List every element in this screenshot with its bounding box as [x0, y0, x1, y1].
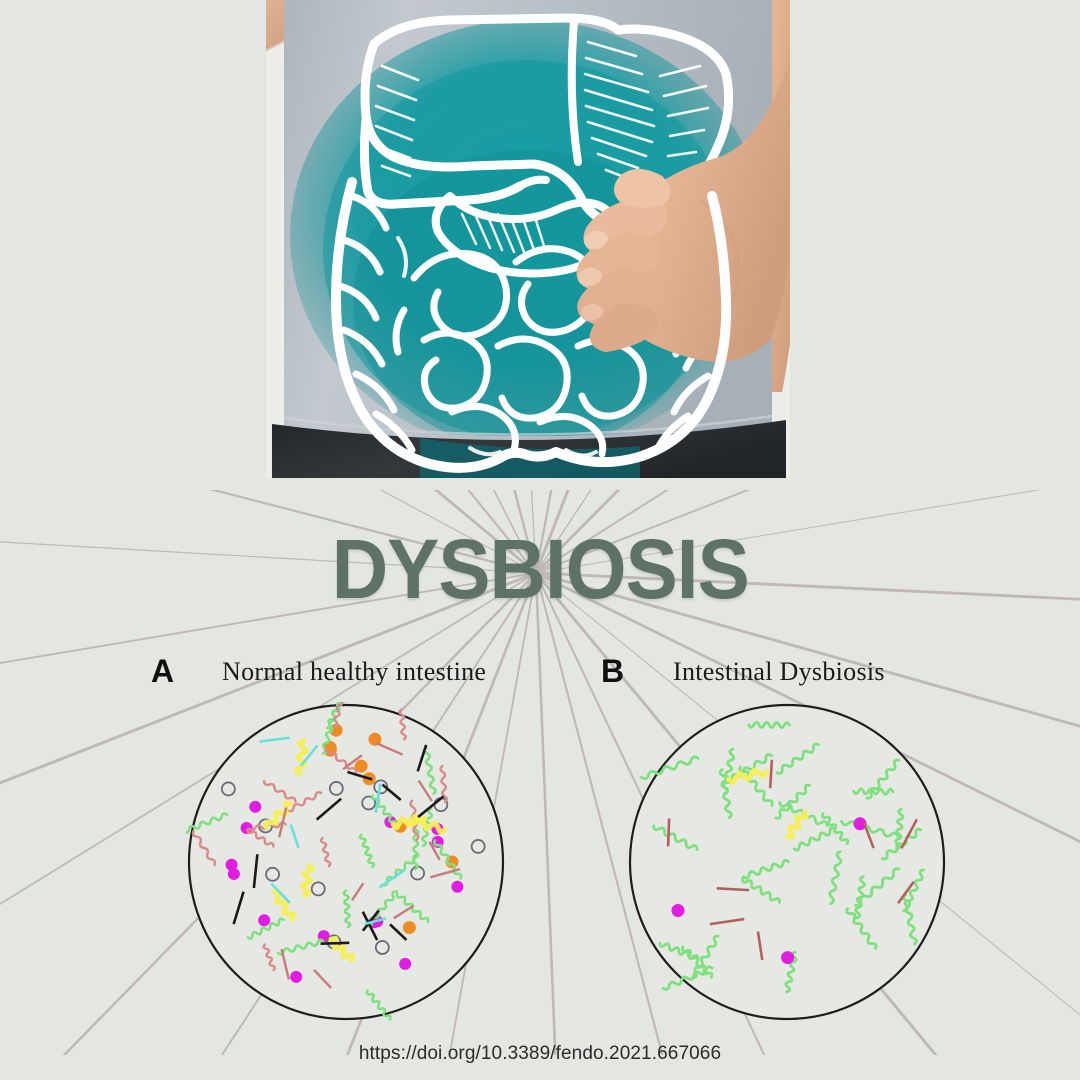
panel-a-letter: A: [151, 653, 175, 689]
panel-a-title: Normal healthy intestine: [222, 657, 487, 686]
panel-a-petri-dish: [186, 702, 505, 1021]
panel-b-title: Intestinal Dysbiosis: [673, 657, 885, 686]
abdomen-photo: [0, 0, 1080, 490]
doi-caption: https://doi.org/10.3389/fendo.2021.66706…: [358, 1043, 722, 1064]
panel-b-petri-dish: [628, 703, 946, 1021]
page-title: DYSBIOSIS: [331, 522, 749, 616]
title-banner: DYSBIOSIS: [0, 524, 1080, 614]
panel-b-letter: B: [601, 653, 625, 689]
